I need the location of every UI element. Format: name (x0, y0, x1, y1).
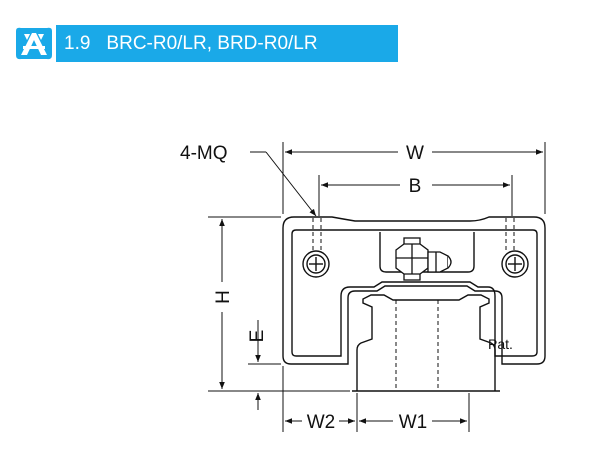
section-title-bar: 1.9 BRC-R0/LR, BRD-R0/LR (56, 25, 398, 62)
mounting-screw-left (302, 250, 330, 278)
section-header: 1.9 BRC-R0/LR, BRD-R0/LR (12, 25, 398, 62)
dimension-e (248, 320, 281, 410)
rail (352, 294, 500, 392)
label-h: H (213, 290, 234, 304)
leader-4mq (250, 151, 317, 217)
dimension-w (282, 142, 546, 214)
section-number: 1.9 (64, 32, 91, 54)
label-w: W (406, 143, 424, 164)
dimension-w2-w1 (282, 366, 470, 432)
mounting-screw-right (501, 250, 529, 278)
label-w1: W1 (399, 412, 428, 433)
label-w2: W2 (307, 412, 336, 433)
label-4mq: 4-MQ (180, 143, 228, 164)
dimension-b (318, 175, 513, 216)
guide-block (282, 216, 546, 365)
label-b: B (409, 176, 422, 197)
label-e: E (247, 330, 268, 343)
patent-mark: Pat. (488, 336, 513, 352)
hidden-lines (312, 218, 515, 390)
section-title: BRC-R0/LR, BRD-R0/LR (106, 32, 318, 54)
brand-logo-icon (16, 27, 52, 60)
dimension-h (208, 216, 350, 392)
brand-logo (12, 25, 56, 62)
grease-nipple (395, 237, 452, 281)
